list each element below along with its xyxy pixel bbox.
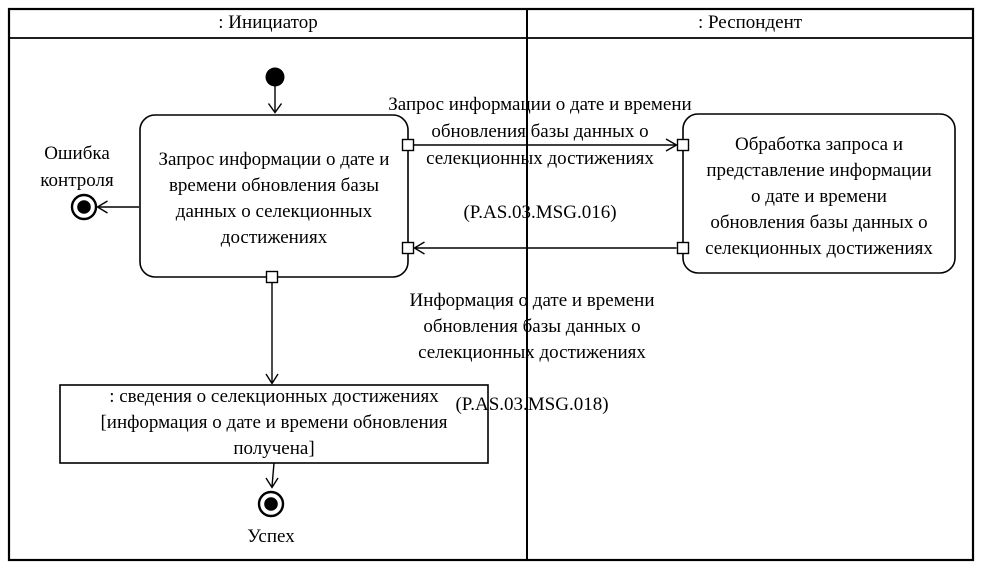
success-final-node-core-icon xyxy=(264,497,278,511)
respondent-activity-label: Обработка запроса и представление информ… xyxy=(705,134,933,259)
request-message-label: Запрос информации о дате и времени обнов… xyxy=(367,64,713,253)
success-flow-line xyxy=(271,462,275,487)
success-flow-arrowhead-icon xyxy=(265,477,279,489)
object-state-label: : сведения о селекционных достижениях [и… xyxy=(100,386,448,459)
object-state-box xyxy=(59,384,489,464)
initial-node-icon xyxy=(265,67,285,87)
error-final-node-core-icon xyxy=(77,200,91,214)
initiator-activity-label: Запрос информации о дате и времени обнов… xyxy=(158,149,390,248)
respondent-activity-box xyxy=(682,113,956,274)
response-arrowhead-icon xyxy=(413,241,425,255)
request-arrowhead-icon xyxy=(665,138,678,152)
success-final-label: Успех xyxy=(247,526,295,547)
pin-initiator-out-icon xyxy=(401,138,415,152)
pin-respondent-out-icon xyxy=(676,241,690,255)
response-message-code: (P.AS.03.MSG.018) xyxy=(455,394,609,415)
diagram-frame xyxy=(7,7,975,562)
pin-initiator-bottom-icon xyxy=(265,270,279,284)
lane-title-respondent: : Респондент xyxy=(697,12,803,33)
object-flow-arrowhead-icon xyxy=(265,373,279,385)
response-message-label: Информация о дате и времени обновления б… xyxy=(359,262,705,444)
error-final-label: Ошибка контроля xyxy=(40,143,114,191)
pin-initiator-in-icon xyxy=(401,241,415,255)
lane-title-initiator: : Инициатор xyxy=(218,12,318,33)
response-message-text: Информация о дате и времени обновления б… xyxy=(409,290,655,363)
initial-flow-arrowhead-icon xyxy=(267,103,283,114)
request-message-code: (P.AS.03.MSG.016) xyxy=(463,202,617,223)
pin-respondent-in-icon xyxy=(676,138,690,152)
request-message-text: Запрос информации о дате и времени обнов… xyxy=(388,94,692,169)
error-arrowhead-icon xyxy=(96,200,108,214)
